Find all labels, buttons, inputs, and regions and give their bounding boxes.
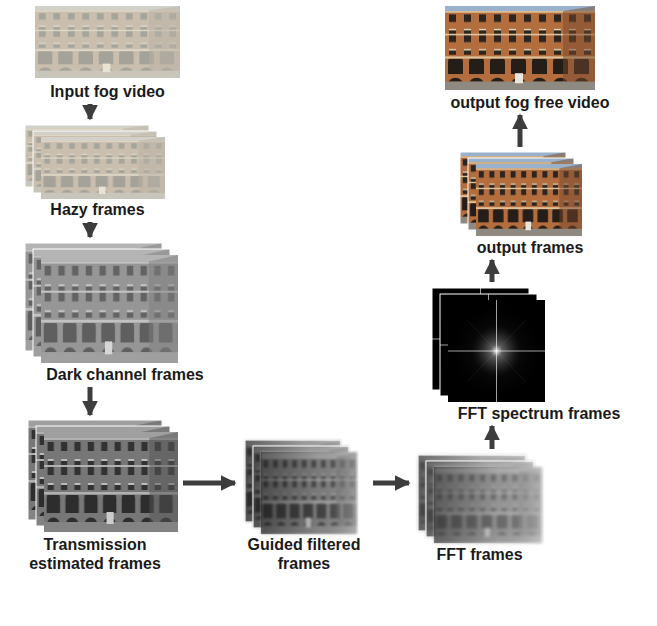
stage-caption: Transmission estimated frames — [10, 535, 180, 573]
stage-caption: Dark channel frames — [5, 365, 245, 384]
fft-frame-stack — [418, 455, 542, 543]
frame-stage-node: Dark channel frames — [5, 240, 245, 384]
picture-space — [455, 150, 605, 238]
frame-stage-node: FFT spectrum frames — [428, 285, 650, 423]
fog-video-image — [35, 6, 180, 78]
flow-arrow — [490, 426, 495, 449]
frame-stage-node: output frames — [455, 150, 605, 257]
stage-caption: output frames — [455, 238, 605, 257]
fft-spectrum-frame-stack — [432, 288, 545, 402]
transmission-frame-stack — [28, 420, 178, 532]
picture-space — [15, 122, 180, 200]
hazy-frame-stack — [25, 125, 165, 199]
stage-caption: Guided filtered frames — [238, 535, 370, 573]
flow-arrow — [518, 115, 523, 147]
frame-stage-node: Input fog video — [20, 5, 195, 101]
fog-free-video-image — [445, 6, 595, 90]
flow-arrow — [373, 481, 409, 486]
picture-space — [20, 5, 195, 82]
guided-filtered-frame-stack — [245, 440, 357, 534]
frame-stage-node: output fog free video — [420, 5, 640, 112]
picture-space — [10, 418, 180, 535]
flow-arrow — [88, 387, 93, 415]
stage-caption: FFT spectrum frames — [428, 404, 650, 423]
flow-arrow — [88, 104, 93, 119]
frame-stage-node: Hazy frames — [15, 122, 180, 219]
picture-space — [5, 240, 245, 365]
dark-channel-frame-stack — [25, 243, 178, 363]
picture-space — [428, 285, 650, 404]
frame-stage-node: FFT frames — [412, 452, 547, 564]
flow-arrow — [490, 260, 495, 282]
flow-arrow — [183, 481, 235, 486]
output-frame-stack — [460, 152, 582, 236]
stage-caption: Input fog video — [20, 82, 195, 101]
frame-stage-node: Guided filtered frames — [238, 438, 370, 573]
stage-caption: FFT frames — [412, 545, 547, 564]
stage-caption: output fog free video — [420, 93, 640, 112]
flow-arrow — [88, 222, 93, 237]
frame-stage-node: Transmission estimated frames — [10, 418, 180, 573]
stage-caption: Hazy frames — [15, 200, 180, 219]
picture-space — [238, 438, 370, 535]
picture-space — [412, 452, 547, 545]
picture-space — [420, 5, 640, 93]
